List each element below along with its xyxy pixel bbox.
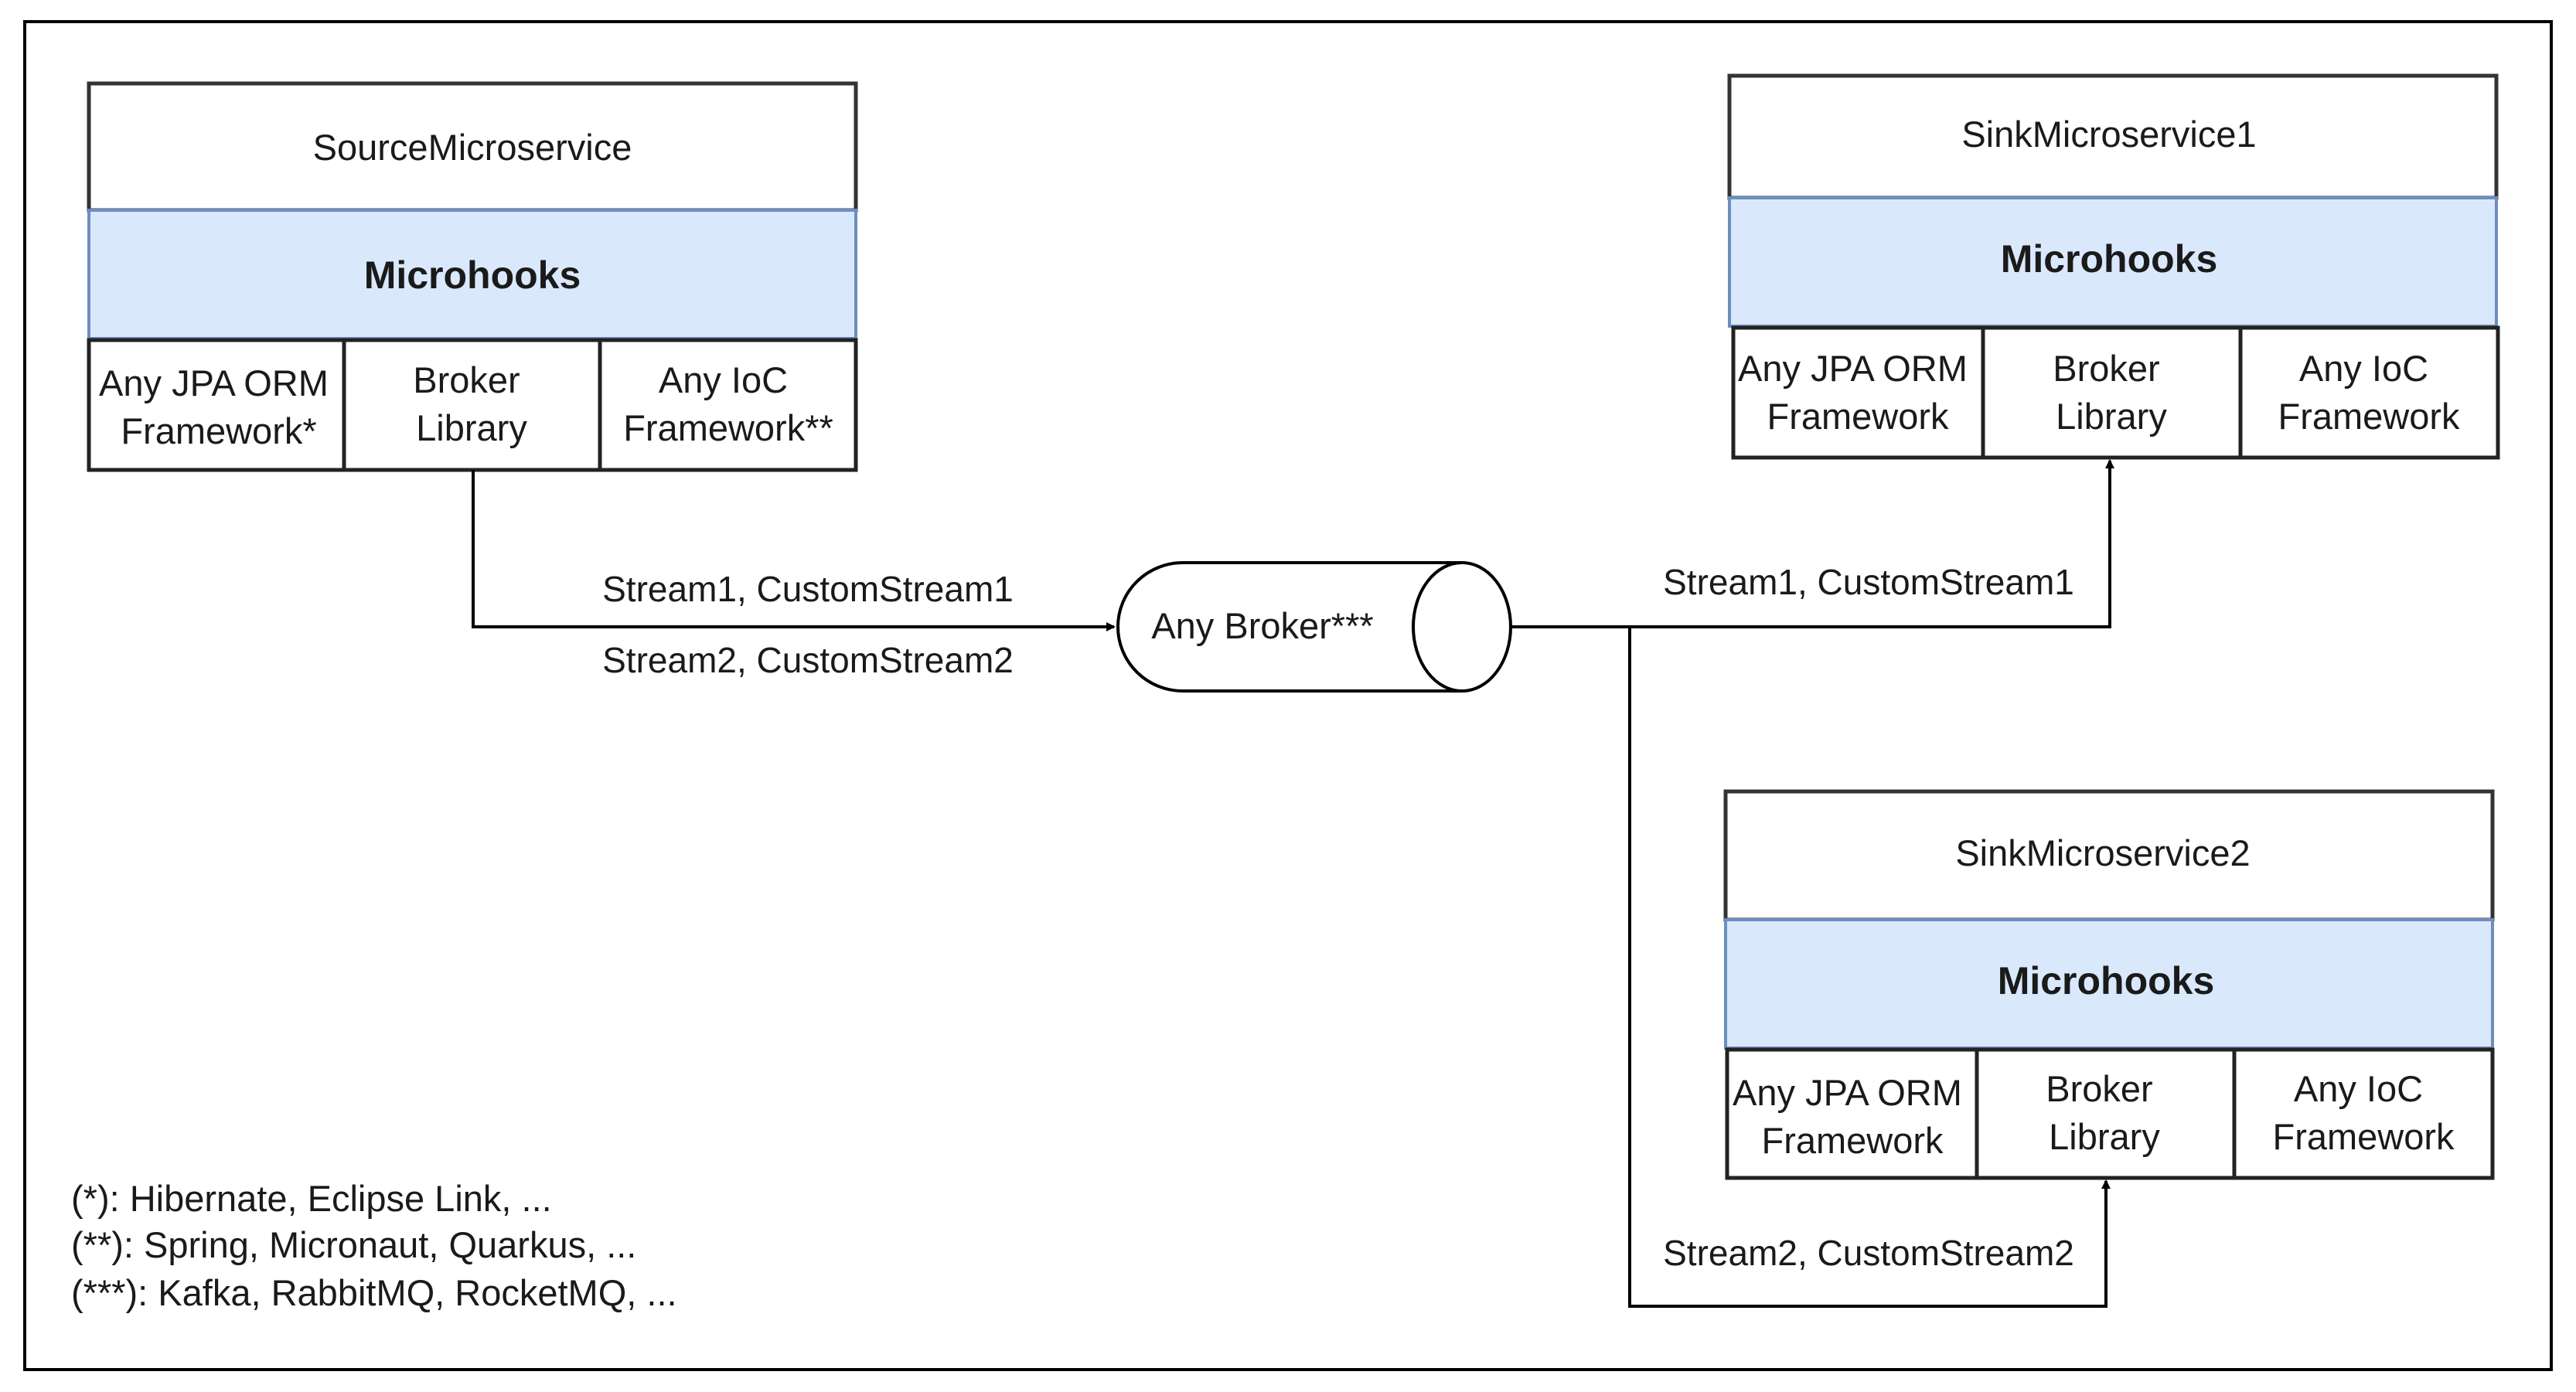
footnote-2: (**): Spring, Micronaut, Quarkus, ... — [71, 1224, 636, 1265]
broker-label: Any Broker*** — [1151, 605, 1373, 646]
sink2-cell-ioc-label: Any IoC Framework — [2272, 1068, 2455, 1157]
sink-microservice-1: SinkMicroservice1 Microhooks Any JPA ORM… — [1727, 73, 2500, 460]
sink1-cell-jpa — [1731, 325, 1985, 460]
sink1-cell-broker-label: Broker Library — [2053, 348, 2170, 437]
sink1-cell-ioc-label: Any IoC Framework — [2278, 348, 2460, 437]
source-microhooks-label: Microhooks — [364, 254, 581, 297]
source-cell-broker-line1: Broker — [413, 359, 520, 400]
sink2-cell-broker-label: Broker Library — [2046, 1068, 2163, 1157]
source-cell-ioc-label: Any IoC Framework** — [623, 359, 833, 448]
broker-end-cap — [1412, 561, 1463, 693]
sink2-cell-jpa-label: Any JPA ORM Framework — [1733, 1072, 1972, 1161]
source-cell-ioc — [598, 338, 858, 472]
sink1-cell-jpa-line2: Framework — [1767, 396, 1949, 437]
source-cell-jpa-label: Any JPA ORM Framework* — [99, 362, 339, 451]
footnote-3: (***): Kafka, RabbitMQ, RocketMQ, ... — [71, 1272, 677, 1313]
sink2-cell-broker-line2: Library — [2049, 1116, 2160, 1157]
source-cell-jpa-line1: Any JPA ORM — [99, 362, 329, 403]
sink2-cell-jpa-line2: Framework — [1761, 1120, 1944, 1161]
source-cell-ioc-line1: Any IoC — [659, 359, 788, 400]
sink1-cell-broker — [1981, 325, 2243, 460]
footnotes: (*): Hibernate, Eclipse Link, ... (**): … — [71, 1178, 677, 1313]
edge-sink2-label: Stream2, CustomStream2 — [1663, 1233, 2074, 1273]
source-title: SourceMicroservice — [313, 127, 632, 168]
sink2-title: SinkMicroservice2 — [1955, 832, 2250, 873]
sink1-cell-broker-line2: Library — [2056, 396, 2167, 437]
source-cell-ioc-line2: Framework** — [623, 407, 833, 448]
sink1-cell-ioc — [2238, 325, 2500, 460]
source-cell-jpa-line2: Framework* — [121, 410, 316, 451]
sink2-title-box — [1723, 789, 2495, 922]
edge-source-label-1: Stream1, CustomStream1 — [602, 569, 1014, 609]
source-cell-broker-label: Broker Library — [413, 359, 530, 448]
source-microservice: SourceMicroservice Microhooks Any JPA OR… — [87, 81, 858, 472]
sink1-cell-jpa-line1: Any JPA ORM — [1738, 348, 1968, 389]
sink2-cell-ioc — [2232, 1047, 2495, 1180]
sink2-cell-jpa-line1: Any JPA ORM — [1733, 1072, 1962, 1113]
edge-broker-to-sink2 — [1628, 627, 2111, 1308]
sink1-cell-ioc-line2: Framework — [2278, 396, 2460, 437]
sink-microservice-2: SinkMicroservice2 Microhooks Any JPA ORM… — [1723, 789, 2495, 1180]
sink1-title: SinkMicroservice1 — [1961, 114, 2256, 155]
source-microhooks-box — [87, 209, 857, 340]
sink2-cell-broker-line1: Broker — [2046, 1068, 2152, 1109]
sink2-cell-ioc-line1: Any IoC — [2294, 1068, 2423, 1109]
sink1-cell-ioc-line1: Any IoC — [2299, 348, 2428, 389]
diagram-frame — [23, 20, 2553, 1371]
sink2-cell-jpa — [1725, 1047, 1979, 1180]
edge-source-label-2: Stream2, CustomStream2 — [602, 640, 1014, 680]
sink1-cell-broker-line1: Broker — [2053, 348, 2159, 389]
edge-broker-to-sink1 — [1511, 459, 2114, 628]
sink2-cell-ioc-line2: Framework — [2272, 1116, 2455, 1157]
broker-cylinder: Any Broker*** — [1116, 561, 1512, 693]
source-cell-broker-line2: Library — [416, 407, 527, 448]
edge-sink1-label: Stream1, CustomStream1 — [1663, 562, 2074, 602]
edge-source-to-broker — [472, 470, 1116, 631]
edges: Stream1, CustomStream1 Stream2, CustomSt… — [472, 459, 2114, 1308]
sink1-microhooks-box — [1728, 196, 2498, 328]
sink2-microhooks-label: Microhooks — [1998, 959, 2215, 1002]
sink1-microhooks-label: Microhooks — [2001, 237, 2218, 281]
sink2-microhooks-box — [1724, 918, 2494, 1050]
footnote-1: (*): Hibernate, Eclipse Link, ... — [71, 1178, 552, 1219]
sink1-cell-jpa-label: Any JPA ORM Framework — [1738, 348, 1978, 437]
